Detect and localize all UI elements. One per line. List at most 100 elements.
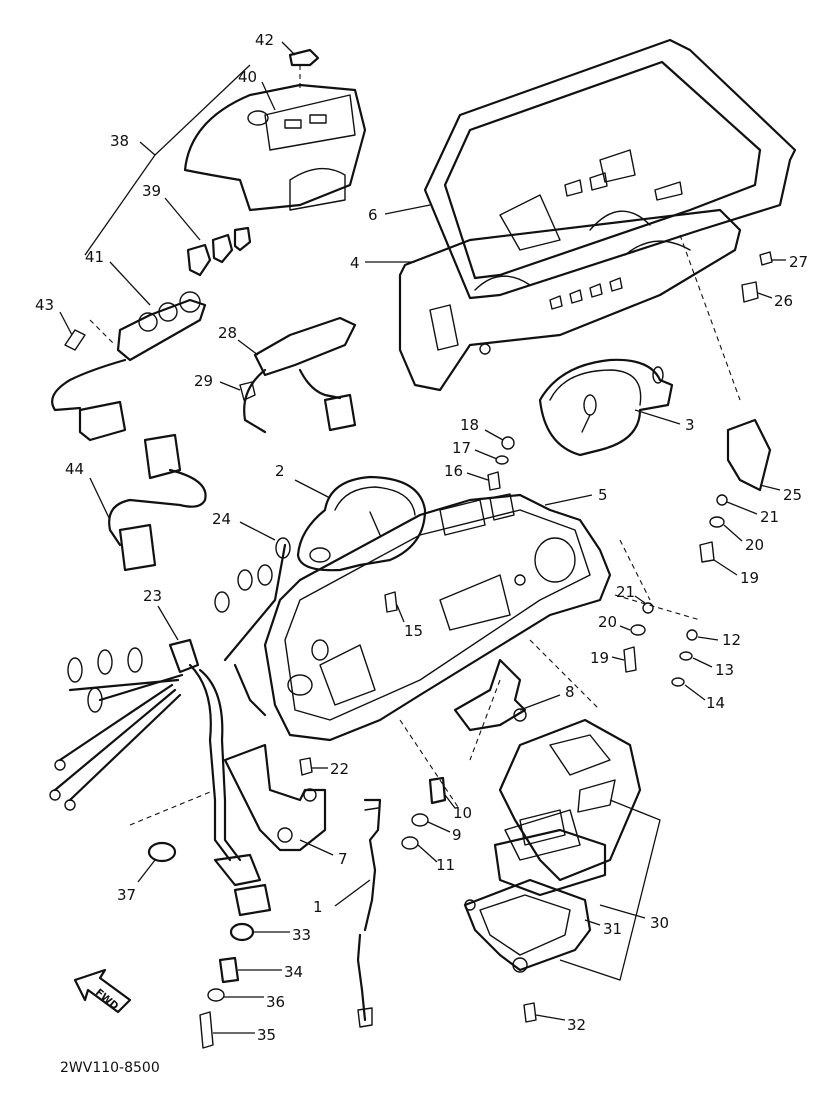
part-19b-screw — [623, 646, 637, 673]
svg-text:3: 3 — [685, 416, 695, 434]
svg-text:41: 41 — [85, 248, 104, 266]
part-43-screw — [64, 329, 86, 351]
group-bracket-30 — [559, 799, 661, 981]
svg-text:32: 32 — [567, 1016, 586, 1034]
group-bracket-38 — [84, 64, 251, 256]
callout-9: 9 — [427, 821, 462, 844]
svg-text:19: 19 — [740, 569, 759, 587]
part-12-washer — [686, 629, 698, 641]
part-27-screw — [759, 251, 773, 266]
part-40-indicator-housing — [183, 83, 367, 212]
callout-12: 12 — [697, 631, 741, 649]
svg-text:28: 28 — [218, 324, 237, 342]
callout-38: 38 — [110, 132, 156, 156]
part-30-housing — [493, 718, 642, 897]
callout-13: 13 — [692, 657, 734, 679]
svg-text:31: 31 — [603, 920, 622, 938]
svg-text:43: 43 — [35, 296, 54, 314]
svg-text:44: 44 — [65, 460, 84, 478]
part-28-bulb-sockets — [243, 316, 357, 434]
fwd-arrow: FWD — [73, 968, 132, 1014]
callout-19b: 19 — [590, 649, 625, 667]
svg-text:10: 10 — [453, 804, 472, 822]
svg-text:23: 23 — [143, 587, 162, 605]
callout-22: 22 — [312, 760, 349, 778]
svg-text:35: 35 — [257, 1026, 276, 1044]
part-15-screw — [384, 591, 398, 613]
callout-40: 40 — [238, 68, 276, 111]
callout-1: 1 — [313, 879, 371, 916]
svg-text:40: 40 — [238, 68, 257, 86]
svg-text:38: 38 — [110, 132, 129, 150]
svg-text:9: 9 — [452, 826, 462, 844]
callout-25: 25 — [759, 484, 802, 504]
svg-text:7: 7 — [338, 850, 348, 868]
part-29-screw — [239, 381, 256, 401]
part-20-collar — [709, 516, 725, 528]
part-3-tachometer — [538, 358, 674, 457]
callout-32: 32 — [535, 1014, 586, 1034]
svg-text:20: 20 — [598, 613, 617, 631]
part-25-bracket — [726, 418, 772, 492]
callout-2: 2 — [275, 462, 331, 499]
callout-5: 5 — [544, 486, 608, 506]
svg-text:12: 12 — [722, 631, 741, 649]
svg-text:25: 25 — [783, 486, 802, 504]
diagram-code: 2WV110-8500 — [60, 1060, 160, 1076]
part-8-bracket — [453, 658, 527, 732]
svg-text:17: 17 — [452, 439, 471, 457]
callouts: 1 2 3 4 5 6 7 8 9 10 11 12 13 14 15 16 1… — [35, 31, 808, 1044]
svg-text:37: 37 — [117, 886, 136, 904]
svg-text:36: 36 — [266, 993, 285, 1011]
part-10-damper — [428, 776, 447, 805]
svg-text:30: 30 — [650, 914, 669, 932]
callout-20a: 20 — [723, 524, 764, 554]
callout-8: 8 — [519, 683, 575, 711]
assembly-lines — [89, 65, 741, 826]
svg-text:29: 29 — [194, 372, 213, 390]
callout-39: 39 — [142, 182, 201, 241]
callout-6: 6 — [368, 204, 431, 224]
part-22-screw — [299, 757, 313, 776]
part-11-nut — [401, 836, 419, 850]
part-37-grommet — [147, 841, 177, 863]
callout-42: 42 — [255, 31, 296, 56]
svg-text:5: 5 — [598, 486, 608, 504]
callout-34: 34 — [238, 963, 303, 981]
svg-text:42: 42 — [255, 31, 274, 49]
callout-33: 33 — [252, 926, 311, 944]
part-5-meter-lower-case — [263, 493, 612, 742]
callout-3: 3 — [634, 409, 695, 434]
svg-text:2: 2 — [275, 462, 285, 480]
svg-text:24: 24 — [212, 510, 231, 528]
callout-7: 7 — [299, 839, 348, 868]
callout-43: 43 — [35, 296, 73, 336]
svg-text:11: 11 — [436, 856, 455, 874]
callout-37: 37 — [117, 859, 156, 904]
callout-30: 30 — [599, 904, 669, 932]
callout-17: 17 — [452, 439, 498, 460]
svg-text:21: 21 — [760, 508, 779, 526]
svg-text:6: 6 — [368, 206, 378, 224]
fasteners — [147, 251, 773, 1049]
svg-text:20: 20 — [745, 536, 764, 554]
callout-16: 16 — [444, 462, 489, 481]
callout-23: 23 — [143, 587, 179, 641]
part-39-bulbs — [186, 226, 252, 277]
part-23-main-harness — [49, 537, 291, 917]
part-26-grommet — [741, 281, 759, 303]
svg-text:26: 26 — [774, 292, 793, 310]
part-9-washer — [411, 813, 429, 827]
svg-text:18: 18 — [460, 416, 479, 434]
part-21-washer — [716, 494, 728, 506]
part-1-meter-cable — [356, 798, 382, 1028]
svg-text:1: 1 — [313, 898, 323, 916]
part-44-sub-harness — [108, 433, 207, 572]
part-41-harness — [51, 291, 207, 442]
svg-text:34: 34 — [284, 963, 303, 981]
callout-21b: 21 — [616, 583, 646, 604]
part-7-meter-stay — [223, 743, 327, 852]
part-32-screw — [523, 1002, 537, 1023]
part-4-meter-case — [398, 208, 742, 392]
